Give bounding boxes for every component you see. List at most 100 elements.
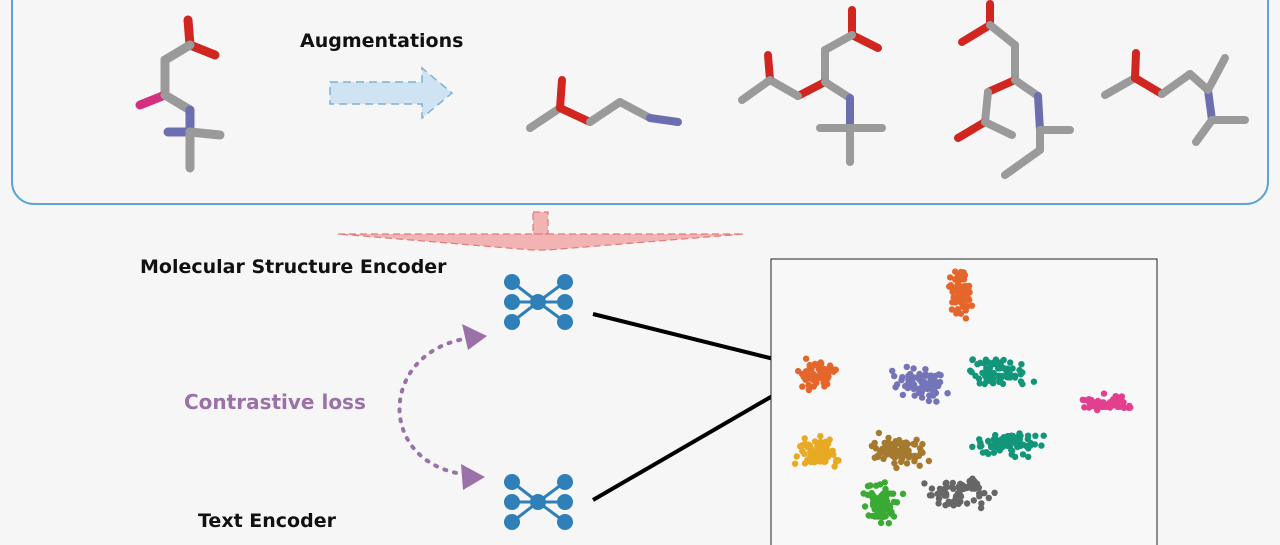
- scatter-point: [791, 460, 799, 467]
- scatter-point: [925, 457, 933, 465]
- scatter-point: [808, 366, 815, 373]
- scatter-point: [897, 458, 905, 466]
- scatter-point: [990, 375, 997, 383]
- scatter-point: [1112, 393, 1119, 400]
- scatter-point: [869, 502, 877, 509]
- scatter-point: [813, 453, 820, 460]
- scatter-point: [877, 449, 884, 457]
- scatter-point: [905, 372, 912, 379]
- scatter-point: [1019, 451, 1027, 458]
- scatter-point: [905, 447, 912, 454]
- scatter-point: [957, 493, 965, 500]
- cluster-orange-left: [795, 355, 839, 394]
- scatter-point: [1007, 371, 1014, 378]
- scatter-point: [943, 483, 950, 491]
- scatter-point: [977, 504, 985, 512]
- scatter-point: [950, 500, 957, 507]
- scatter-point: [1081, 404, 1088, 411]
- scatter-point: [955, 500, 962, 507]
- cluster-yellow: [791, 432, 842, 470]
- molecule-augmented-3: [954, 0, 1074, 179]
- scatter-point: [817, 443, 824, 450]
- scatter-point: [891, 372, 898, 380]
- scatter-point: [933, 398, 940, 405]
- scatter-point: [899, 490, 907, 497]
- scatter-point: [860, 490, 867, 497]
- scatter-point: [1017, 442, 1024, 449]
- scatter-point: [817, 438, 824, 446]
- scatter-point: [799, 383, 806, 390]
- scatter-point: [1110, 402, 1117, 409]
- scatter-point: [877, 519, 885, 527]
- molecule-augmented-1: [526, 76, 682, 132]
- molecule-augmented-4: [1101, 49, 1249, 146]
- scatter-point: [889, 367, 896, 375]
- scatter-point: [826, 362, 834, 369]
- scatter-point: [922, 371, 929, 378]
- scatter-point: [964, 303, 971, 310]
- scatter-point: [813, 379, 820, 386]
- scatter-point: [956, 290, 963, 297]
- contrastive-loss-arrow: [397, 336, 472, 476]
- scatter-point: [1038, 442, 1045, 449]
- scatter-point: [883, 451, 890, 458]
- scatter-point: [1012, 440, 1019, 447]
- scatter-point: [976, 493, 983, 500]
- scatter-point: [910, 381, 918, 388]
- scatter-point: [1101, 400, 1109, 408]
- scatter-point: [976, 380, 983, 387]
- scatter-point: [816, 458, 823, 465]
- scatter-point: [806, 375, 813, 382]
- scatter-point: [899, 452, 907, 460]
- scatter-point: [881, 479, 888, 486]
- scatter-point: [969, 443, 976, 450]
- scatter-point: [793, 453, 800, 460]
- scatter-point: [880, 445, 888, 452]
- merge-arrow: [337, 211, 745, 251]
- scatter-point: [890, 498, 898, 506]
- scatter-point: [865, 512, 872, 519]
- loss-arrowhead-bottom: [461, 464, 485, 490]
- scatter-point: [1032, 432, 1039, 439]
- augmentations-label: Augmentations: [300, 30, 464, 52]
- scatter-point: [797, 443, 804, 450]
- scatter-point: [882, 499, 889, 507]
- scatter-point: [1120, 404, 1127, 411]
- scatter-point: [1016, 436, 1023, 443]
- scatter-point: [1090, 402, 1097, 410]
- scatter-point: [889, 490, 897, 497]
- cluster-teal-top: [967, 356, 1038, 388]
- scatter-point: [935, 495, 943, 502]
- molecular-encoder-icon: [504, 274, 573, 330]
- scatter-point: [819, 453, 827, 461]
- scatter-point: [916, 462, 923, 469]
- scatter-point: [972, 372, 979, 379]
- scatter-point: [928, 485, 936, 492]
- scatter-point: [922, 366, 929, 373]
- scatter-point: [885, 440, 893, 448]
- scatter-point: [925, 397, 933, 405]
- scatter-point: [890, 513, 898, 520]
- cluster-teal-right: [969, 430, 1047, 461]
- scatter-point: [1086, 399, 1093, 406]
- scatter-point: [824, 375, 831, 382]
- scatter-point: [981, 489, 988, 497]
- scatter-point: [943, 492, 950, 499]
- scatter-point: [827, 448, 835, 455]
- scatter-point: [802, 368, 810, 375]
- scatter-point: [1030, 378, 1038, 385]
- scatter-point: [903, 460, 911, 467]
- scatter-point: [822, 448, 830, 456]
- scatter-point: [985, 437, 992, 445]
- scatter-point: [876, 498, 883, 506]
- scatter-point: [952, 493, 960, 500]
- scatter-point: [801, 435, 808, 442]
- scatter-point: [878, 509, 885, 516]
- scatter-point: [957, 310, 965, 317]
- scatter-point: [967, 367, 974, 374]
- scatter-point: [889, 452, 897, 460]
- scatter-point: [931, 384, 939, 391]
- scatter-point: [802, 355, 810, 362]
- scatter-point: [1019, 380, 1026, 388]
